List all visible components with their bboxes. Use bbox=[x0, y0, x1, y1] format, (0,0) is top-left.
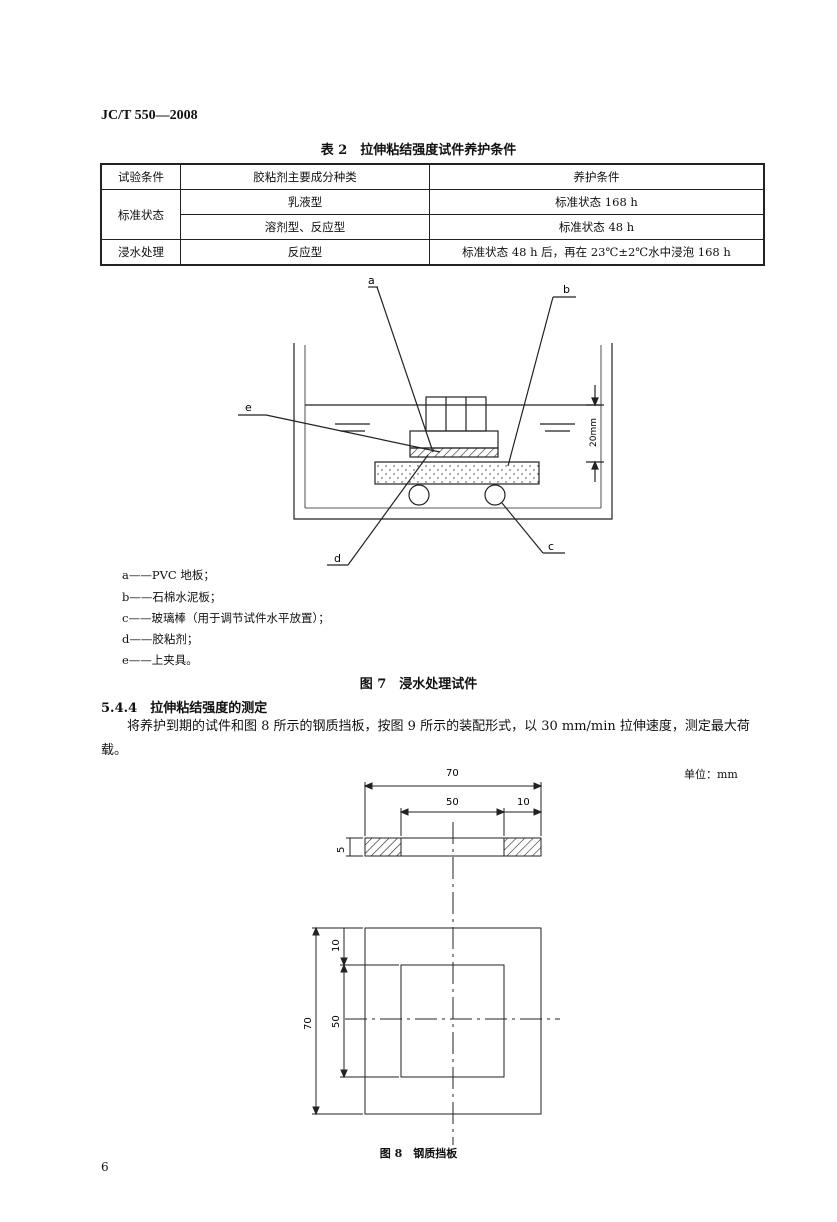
table-cell: 反应型 bbox=[180, 239, 430, 266]
unit-label: 单位：mm bbox=[684, 768, 738, 781]
dim-70-side: 70 bbox=[303, 1017, 314, 1030]
section-paragraph: 将养护到期的试件和图 8 所示的钢质挡板，按图 9 所示的装配形式，以 30 m… bbox=[101, 719, 750, 758]
asbestos-cement-board bbox=[374, 461, 540, 485]
upper-clamp bbox=[425, 396, 487, 432]
figure7-caption: 图 7 浸水处理试件 bbox=[359, 677, 478, 692]
table-cell: 标准状态 48 h 后，再在 23℃±2℃水中浸泡 168 h bbox=[429, 239, 765, 266]
table-cell: 溶剂型、反应型 bbox=[180, 214, 430, 240]
section-heading: 5.4.4 拉伸粘结强度的测定 bbox=[101, 701, 268, 716]
adhesive-layer bbox=[409, 447, 499, 458]
dim-50-top: 50 bbox=[446, 797, 459, 808]
table-row: 浸水处理 反应型 标准状态 48 h 后，再在 23℃±2℃水中浸泡 168 h bbox=[100, 239, 765, 266]
callout-d: d bbox=[334, 552, 341, 565]
curing-conditions-table: 试验条件 胶粘剂主要成分种类 养护条件 标准状态 乳液型 标准状态 168 h … bbox=[100, 163, 765, 266]
table-cell: 浸水处理 bbox=[100, 239, 181, 266]
plate-outer bbox=[364, 927, 542, 1115]
legend-d: d——胶粘剂； bbox=[122, 632, 199, 646]
pvc-floor bbox=[409, 430, 499, 449]
standard-code: JC/T 550—2008 bbox=[101, 108, 198, 123]
dimension-20mm: 20mm bbox=[589, 418, 599, 447]
figure8-caption: 图 8 钢质挡板 bbox=[379, 1147, 458, 1160]
table-cell: 标准状态 bbox=[100, 189, 181, 240]
table-header-cell: 胶粘剂主要成分种类 bbox=[180, 163, 430, 190]
water-tank bbox=[293, 343, 613, 520]
figure8-diagram: 70 50 10 5 70 10 50 bbox=[303, 768, 560, 1145]
dim-5: 5 bbox=[336, 847, 347, 853]
table-cell: 标准状态 168 h bbox=[429, 189, 765, 215]
callout-a: a bbox=[368, 274, 375, 287]
dim-50-side: 50 bbox=[331, 1015, 342, 1028]
page-number: 6 bbox=[101, 1160, 109, 1174]
figure7-diagram: a b e d c 20mm bbox=[238, 274, 613, 566]
table-row: 标准状态 乳液型 标准状态 168 h bbox=[100, 189, 765, 240]
table-row: 溶剂型、反应型 标准状态 48 h bbox=[101, 214, 765, 240]
legend-c: c——玻璃棒（用于调节试件水平放置）； bbox=[122, 611, 330, 625]
callout-c: c bbox=[548, 540, 554, 553]
glass-rod bbox=[484, 484, 506, 506]
plate-section-right bbox=[503, 837, 542, 857]
table2-caption: 表 2 拉伸粘结强度试件养护条件 bbox=[320, 143, 517, 158]
dim-70-top: 70 bbox=[446, 768, 459, 779]
dim-10-top: 10 bbox=[517, 797, 530, 808]
callout-e: e bbox=[245, 401, 252, 414]
callout-b: b bbox=[563, 283, 570, 296]
dim-10-side: 10 bbox=[331, 939, 342, 952]
plate-section-left bbox=[364, 837, 402, 857]
table-cell: 标准状态 48 h bbox=[429, 214, 765, 240]
legend-e: e——上夹具。 bbox=[122, 653, 198, 667]
legend-b: b——石棉水泥板； bbox=[122, 590, 222, 604]
legend-a: a——PVC 地板； bbox=[122, 568, 215, 582]
glass-rod bbox=[408, 484, 430, 506]
plate-opening bbox=[400, 964, 505, 1078]
